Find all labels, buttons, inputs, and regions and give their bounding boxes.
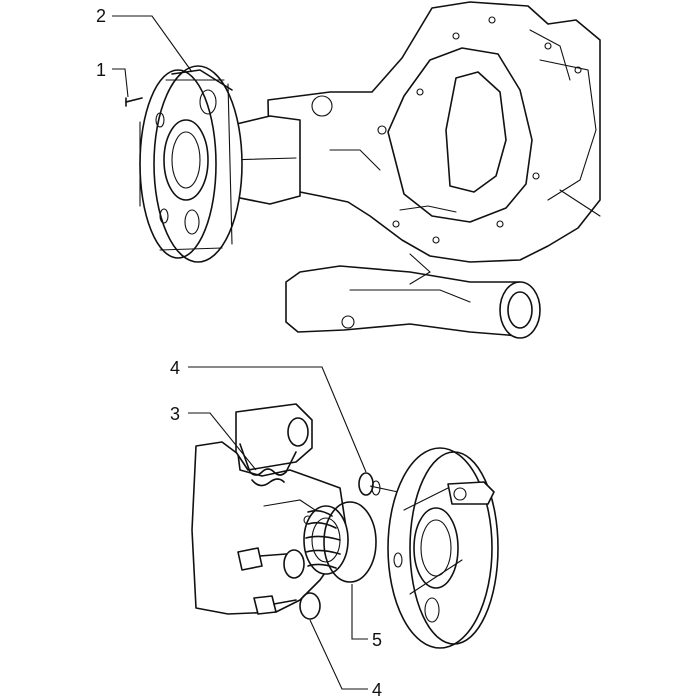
callout-label-1: 1 xyxy=(96,60,106,80)
swingarm-mount-tube xyxy=(285,253,541,339)
callout-2: 2 xyxy=(96,6,193,73)
callout-label-5: 5 xyxy=(372,630,382,650)
callout-3: 3 xyxy=(170,404,257,471)
return-spring xyxy=(239,443,297,487)
brake-cam-shaft xyxy=(303,480,399,583)
callout-1: 1 xyxy=(96,60,129,98)
brake-backing-plate xyxy=(139,65,243,263)
callout-label-2: 2 xyxy=(96,6,106,26)
lower-assembly xyxy=(191,403,499,649)
crankcase-housing xyxy=(267,1,601,263)
callout-label-3: 3 xyxy=(170,404,180,424)
callout-label-4-lower: 4 xyxy=(372,680,382,700)
screw xyxy=(125,97,143,107)
housing-bolts xyxy=(237,547,297,615)
brake-shoe-plate xyxy=(387,447,499,649)
callout-4-lower: 4 xyxy=(309,619,382,700)
o-rings xyxy=(283,472,374,620)
callout-5: 5 xyxy=(351,584,382,650)
rear-housing xyxy=(191,441,349,615)
callout-4-upper: 4 xyxy=(170,358,367,473)
upper-assembly xyxy=(125,1,601,339)
brake-cam-lever xyxy=(235,403,313,471)
callout-label-4-upper: 4 xyxy=(170,358,180,378)
